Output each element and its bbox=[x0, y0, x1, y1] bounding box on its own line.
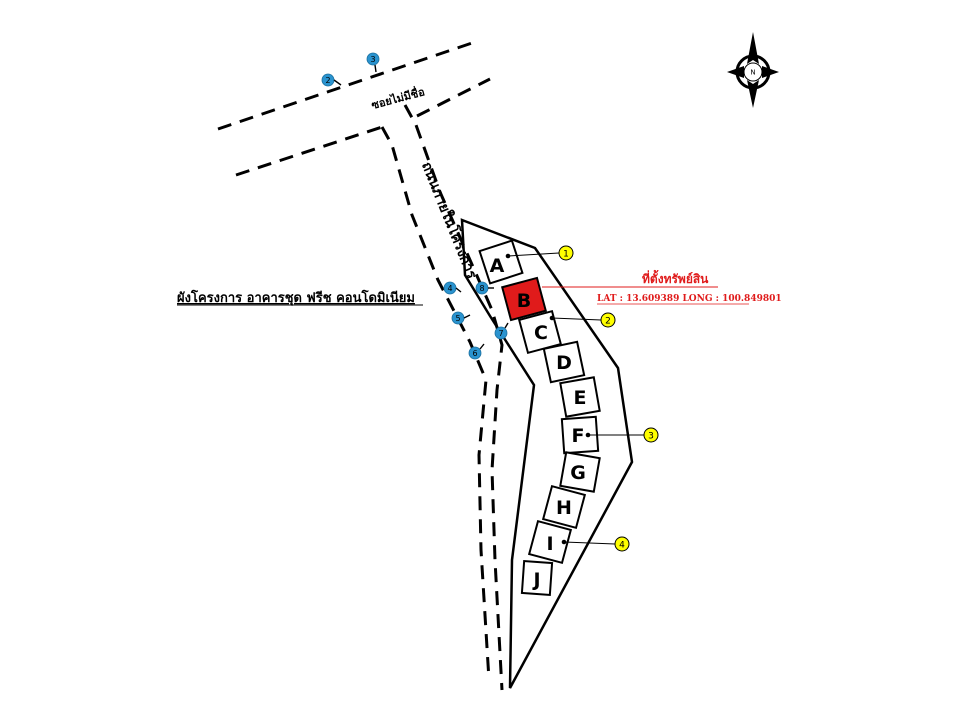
map-title: ผังโครงการ อาคารชุด ฟรีช คอนโดมิเนียม bbox=[177, 289, 415, 306]
photo-point-6-label: 6 bbox=[472, 349, 477, 358]
photo-point-8-label: 8 bbox=[479, 284, 484, 293]
north-letter: N bbox=[750, 69, 755, 77]
marker-2[interactable]: 2 bbox=[549, 312, 616, 328]
building-j[interactable]: J bbox=[520, 559, 554, 597]
photo-point-7-label: 7 bbox=[498, 329, 503, 338]
building-b[interactable]: B bbox=[500, 276, 548, 322]
photo-point-8[interactable]: 8 bbox=[475, 281, 494, 295]
marker-1-label: 1 bbox=[563, 250, 569, 260]
photo-point-5[interactable]: 5 bbox=[451, 311, 471, 325]
building-e-label: E bbox=[574, 387, 587, 409]
internal-road-left-edge bbox=[380, 126, 491, 681]
marker-4[interactable]: 4 bbox=[561, 536, 630, 552]
photo-point-5-label: 5 bbox=[455, 314, 460, 323]
internal-road-right-edge bbox=[403, 104, 504, 691]
photo-point-3-label: 3 bbox=[370, 55, 375, 64]
internal-road-label: ถนนภายในโครงการ bbox=[418, 159, 481, 282]
building-g[interactable]: G bbox=[559, 451, 601, 493]
building-i-label: I bbox=[546, 533, 553, 555]
project-boundary bbox=[460, 218, 634, 689]
soi-road-label: ซอยไม่มีชื่อ bbox=[370, 83, 427, 112]
building-g-label: G bbox=[570, 462, 586, 484]
north-arrow-icon: N bbox=[727, 32, 779, 108]
property-location-label: ที่ตั้งทรัพย์สิน bbox=[642, 269, 709, 286]
building-d[interactable]: D bbox=[542, 340, 586, 384]
soi-road-bottom-edge-left bbox=[235, 125, 383, 177]
soi-road-bottom-edge-right bbox=[416, 77, 491, 118]
marker-3-label: 3 bbox=[648, 432, 654, 442]
buildings: A B C D E F G H bbox=[478, 239, 601, 597]
building-f[interactable]: F bbox=[560, 415, 600, 455]
marker-3[interactable]: 3 bbox=[585, 427, 659, 443]
property-callout: ที่ตั้งทรัพย์สิน LAT : 13.609389 LONG : … bbox=[542, 269, 782, 305]
photo-points: 2 3 4 5 6 7 8 bbox=[321, 52, 509, 360]
building-a[interactable]: A bbox=[478, 239, 524, 285]
photo-point-2[interactable]: 2 bbox=[321, 73, 342, 87]
soi-road bbox=[217, 40, 491, 177]
photo-point-4[interactable]: 4 bbox=[443, 281, 462, 295]
building-b-label: B bbox=[517, 290, 531, 312]
building-e[interactable]: E bbox=[559, 376, 601, 418]
photo-point-6[interactable]: 6 bbox=[468, 343, 485, 360]
building-a-label: A bbox=[490, 255, 505, 277]
marker-1[interactable]: 1 bbox=[505, 245, 574, 261]
marker-4-label: 4 bbox=[619, 541, 625, 551]
photo-point-4-label: 4 bbox=[447, 284, 452, 293]
view-markers: 1 2 3 4 bbox=[505, 245, 659, 552]
photo-point-3[interactable]: 3 bbox=[366, 52, 380, 73]
building-h-label: H bbox=[556, 497, 572, 519]
building-f-label: F bbox=[572, 425, 585, 447]
photo-point-7[interactable]: 7 bbox=[494, 322, 509, 340]
property-coordinates: LAT : 13.609389 LONG : 100.849801 bbox=[597, 294, 782, 304]
building-d-label: D bbox=[556, 352, 572, 374]
building-j-label: J bbox=[531, 569, 540, 591]
marker-2-label: 2 bbox=[605, 317, 611, 327]
soi-road-top-edge bbox=[217, 40, 476, 131]
building-h[interactable]: H bbox=[541, 484, 587, 530]
building-c-label: C bbox=[534, 322, 548, 344]
photo-point-2-label: 2 bbox=[325, 76, 330, 85]
building-i[interactable]: I bbox=[527, 519, 573, 565]
